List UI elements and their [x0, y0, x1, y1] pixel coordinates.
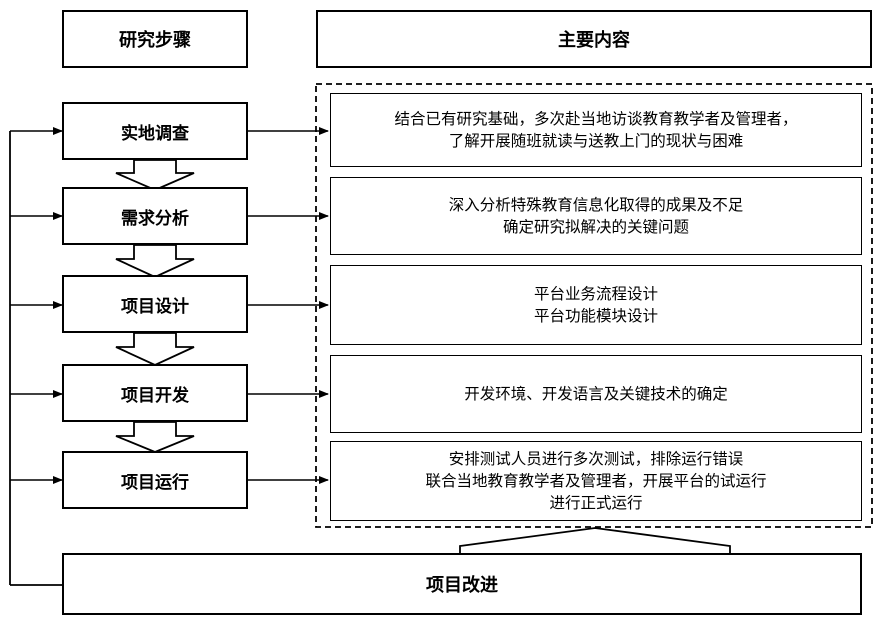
step-box-operation: 项目运行 — [62, 451, 248, 509]
down-arrow-2 — [115, 244, 195, 278]
content-line: 联合当地教育教学者及管理者，开展平台的试运行 — [425, 472, 767, 490]
content-line: 安排测试人员进行多次测试，排除运行错误 — [448, 450, 744, 468]
content-line: 了解开展随班就读与送教上门的现状与困难 — [448, 132, 744, 150]
step-label: 项目开发 — [121, 385, 189, 406]
header-steps: 研究步骤 — [62, 10, 248, 68]
content-line: 开发环境、开发语言及关键技术的确定 — [464, 385, 728, 403]
improve-box: 项目改进 — [62, 553, 862, 615]
down-arrow-3 — [115, 332, 195, 366]
step-box-survey: 实地调查 — [62, 102, 248, 160]
content-box-operation: 安排测试人员进行多次测试，排除运行错误 联合当地教育教学者及管理者，开展平台的试… — [330, 441, 862, 521]
content-line: 进行正式运行 — [549, 494, 643, 512]
content-line: 确定研究拟解决的关键问题 — [502, 218, 689, 236]
header-steps-label: 研究步骤 — [119, 30, 191, 51]
content-box-analysis: 深入分析特殊教育信息化取得的成果及不足 确定研究拟解决的关键问题 — [330, 177, 862, 255]
down-arrow-4 — [115, 421, 195, 453]
step-box-development: 项目开发 — [62, 364, 248, 422]
step-label: 需求分析 — [121, 208, 189, 229]
content-line: 平台业务流程设计 — [533, 285, 658, 303]
content-line: 深入分析特殊教育信息化取得的成果及不足 — [448, 196, 744, 214]
down-arrow-1 — [115, 159, 195, 191]
header-content: 主要内容 — [316, 10, 872, 68]
step-label: 项目运行 — [121, 472, 189, 493]
step-box-design: 项目设计 — [62, 275, 248, 333]
content-box-development: 开发环境、开发语言及关键技术的确定 — [330, 355, 862, 433]
header-content-label: 主要内容 — [558, 30, 630, 51]
step-label: 项目设计 — [121, 296, 189, 317]
improve-label: 项目改进 — [426, 575, 498, 596]
content-box-survey: 结合已有研究基础，多次赴当地访谈教育教学者及管理者， 了解开展随班就读与送教上门… — [330, 93, 862, 167]
step-box-analysis: 需求分析 — [62, 187, 248, 245]
content-line: 结合已有研究基础，多次赴当地访谈教育教学者及管理者， — [394, 110, 798, 128]
up-arrow-improve — [459, 527, 731, 553]
content-line: 平台功能模块设计 — [533, 307, 658, 325]
step-label: 实地调查 — [121, 123, 189, 144]
content-box-design: 平台业务流程设计 平台功能模块设计 — [330, 265, 862, 345]
